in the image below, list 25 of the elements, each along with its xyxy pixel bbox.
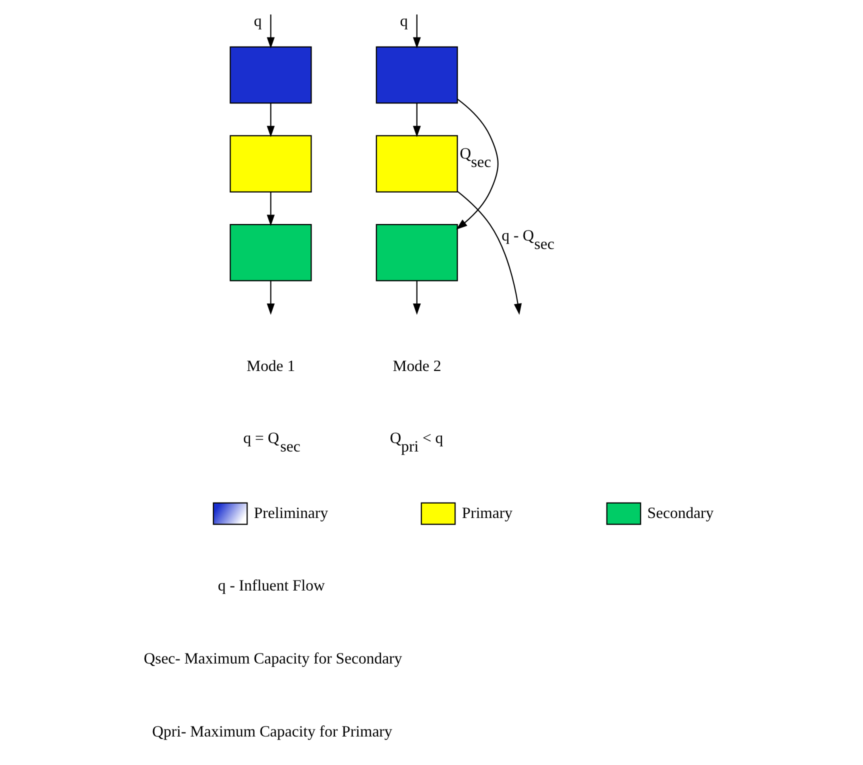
legend-label: Preliminary	[254, 504, 328, 522]
legend-label: Secondary	[647, 504, 714, 522]
node-box	[376, 134, 458, 192]
arrow	[266, 280, 275, 314]
arrow	[266, 14, 275, 48]
edge-label: q	[400, 12, 408, 30]
arrow	[412, 103, 421, 137]
arrow	[412, 280, 421, 314]
label: q - Influent Flow	[218, 576, 325, 594]
arrow	[266, 103, 275, 137]
arrow	[457, 190, 522, 314]
node-box	[376, 223, 458, 281]
node-box	[230, 223, 312, 281]
label: Qsec- Maximum Capacity for Secondary	[144, 650, 402, 667]
arrow	[456, 98, 499, 230]
edge-label: q	[254, 12, 262, 30]
node-box	[230, 46, 312, 104]
arrow	[412, 14, 421, 48]
label: Mode 2	[392, 358, 442, 375]
node-box	[230, 134, 312, 192]
arrow	[266, 192, 275, 226]
legend-label: Primary	[462, 504, 513, 522]
label: Qpri- Maximum Capacity for Primary	[152, 722, 392, 740]
node-box	[376, 46, 458, 104]
label: Mode 1	[246, 358, 296, 375]
